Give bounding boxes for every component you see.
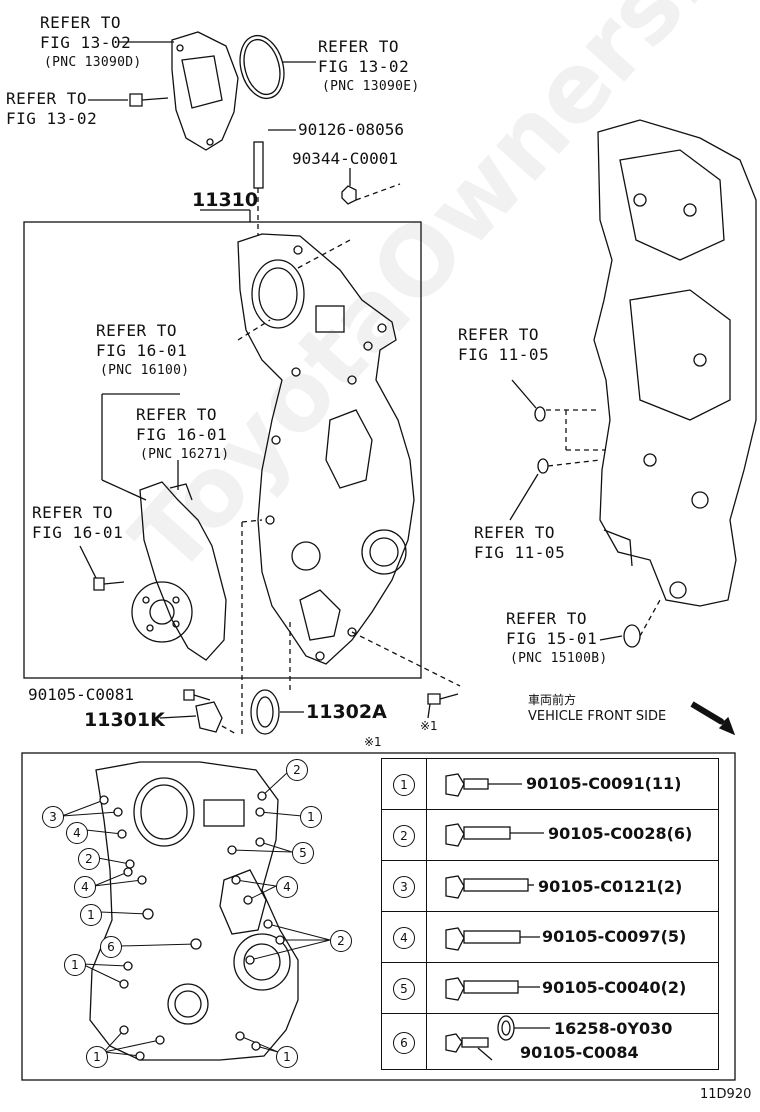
legend-num-2: 2 bbox=[393, 825, 415, 847]
ref-16271-pnc: (PNC 16271) bbox=[140, 447, 230, 462]
callout-6: 6 bbox=[100, 936, 122, 958]
legend-row-5: 5 90105-C0040(2) bbox=[381, 962, 719, 1014]
ref-16271-line1: REFER TO bbox=[136, 405, 218, 424]
part-seal: 11302A bbox=[306, 701, 387, 723]
ref-13090d-line2: FIG 13-02 bbox=[40, 33, 132, 52]
callout-2: 2 bbox=[78, 848, 100, 870]
callout-5: 5 bbox=[292, 842, 314, 864]
legend-pn-1: 90105-C0091(11) bbox=[526, 774, 682, 793]
legend-num-6: 6 bbox=[393, 1032, 415, 1054]
water-pump bbox=[131, 581, 193, 643]
callout-1: 1 bbox=[64, 954, 86, 976]
oil-seal bbox=[250, 689, 280, 735]
o-ring-1105-upper bbox=[534, 406, 546, 422]
bolt-layout-frame bbox=[21, 752, 736, 1081]
ref-1601-line2: FIG 16-01 bbox=[32, 523, 124, 542]
ref-13090e-pnc: (PNC 13090E) bbox=[322, 79, 420, 94]
part-nut: 90344-C0001 bbox=[292, 149, 398, 168]
callout-4: 4 bbox=[74, 876, 96, 898]
callout-4: 4 bbox=[66, 822, 88, 844]
nut bbox=[341, 185, 357, 205]
legend-num-3: 3 bbox=[393, 876, 415, 898]
o-ring-1501 bbox=[623, 624, 641, 648]
o-ring-13090E bbox=[239, 34, 285, 100]
legend-bolt-drawings bbox=[445, 773, 550, 1061]
ref-15100b-line2: FIG 15-01 bbox=[506, 629, 598, 648]
ref-13090e-line2: FIG 13-02 bbox=[318, 57, 410, 76]
part-stud: 90126-08056 bbox=[298, 120, 404, 139]
ref-13090e-line1: REFER TO bbox=[318, 37, 400, 56]
part-sensor: 11301K bbox=[84, 709, 165, 731]
o-ring-1105-lower bbox=[537, 458, 549, 474]
ref-1105b-line1: REFER TO bbox=[474, 523, 556, 542]
legend-row-1: 1 90105-C0091(11) bbox=[381, 758, 719, 810]
legend-row-6: 6 16258-0Y030 90105-C0084 bbox=[381, 1013, 719, 1070]
upper-cover-window bbox=[181, 55, 223, 109]
cover-top-bore bbox=[251, 259, 305, 329]
ref-16100-pnc: (PNC 16100) bbox=[100, 363, 190, 378]
ref-13090d-line1: REFER TO bbox=[40, 13, 122, 32]
layout-mid-bore bbox=[233, 933, 291, 991]
legend-row-3: 3 90105-C0121(2) bbox=[381, 860, 719, 912]
ref-1601-line1: REFER TO bbox=[32, 503, 114, 522]
front-label-jp: 車両前方 bbox=[528, 693, 577, 707]
ref-1105a-line1: REFER TO bbox=[458, 325, 540, 344]
ref-1105a-line2: FIG 11-05 bbox=[458, 345, 550, 364]
upper-cover-plate bbox=[171, 31, 239, 151]
part-bolt-small: 90105-C0081 bbox=[28, 685, 134, 704]
crank-position-sensor bbox=[195, 701, 223, 733]
timing-chain-cover bbox=[237, 233, 415, 665]
legend-pn-2: 90105-C0028(6) bbox=[548, 824, 693, 843]
legend-num-4: 4 bbox=[393, 927, 415, 949]
legend-pn-6-washer: 16258-0Y030 bbox=[554, 1019, 673, 1038]
front-label-en: VEHICLE FRONT SIDE bbox=[528, 709, 667, 724]
layout-lower-bore bbox=[167, 983, 209, 1025]
callout-2: 2 bbox=[330, 930, 352, 952]
note-mark-box: ※1 bbox=[364, 735, 382, 749]
figure-code: 11D920 bbox=[700, 1087, 752, 1102]
callout-2: 2 bbox=[286, 759, 308, 781]
front-arrow bbox=[693, 705, 736, 736]
cover-lower-bore bbox=[361, 529, 407, 575]
water-pump-gasket bbox=[139, 481, 227, 661]
ref-16271-line2: FIG 16-01 bbox=[136, 425, 228, 444]
legend-row-2: 2 90105-C0028(6) bbox=[381, 809, 719, 861]
ref-1302-line2: FIG 13-02 bbox=[6, 109, 98, 128]
ref-15100b-line1: REFER TO bbox=[506, 609, 588, 628]
legend-pn-5: 90105-C0040(2) bbox=[542, 978, 687, 997]
ref-16100-line1: REFER TO bbox=[96, 321, 178, 340]
legend-row-4: 4 90105-C0097(5) bbox=[381, 911, 719, 963]
part-cover: 11310 bbox=[192, 189, 259, 211]
cover-group-frame bbox=[23, 221, 422, 679]
callout-4: 4 bbox=[276, 876, 298, 898]
layout-top-bore bbox=[133, 777, 195, 847]
callout-3: 3 bbox=[42, 806, 64, 828]
legend-num-5: 5 bbox=[393, 978, 415, 1000]
callout-1: 1 bbox=[276, 1046, 298, 1068]
ref-1105b-line2: FIG 11-05 bbox=[474, 543, 566, 562]
legend-pn-3: 90105-C0121(2) bbox=[538, 877, 683, 896]
callout-1: 1 bbox=[80, 904, 102, 926]
stud-bolt bbox=[253, 141, 264, 189]
ref-16100-line2: FIG 16-01 bbox=[96, 341, 188, 360]
ref-13090d-pnc: (PNC 13090D) bbox=[44, 55, 142, 70]
callout-1: 1 bbox=[86, 1046, 108, 1068]
ref-1302-line1: REFER TO bbox=[6, 89, 88, 108]
ref-15100b-pnc: (PNC 15100B) bbox=[510, 651, 608, 666]
legend-pn-4: 90105-C0097(5) bbox=[542, 927, 687, 946]
note-mark: ※1 bbox=[420, 719, 438, 733]
legend-pn-6: 90105-C0084 bbox=[520, 1043, 639, 1062]
engine-block bbox=[593, 119, 757, 607]
legend-num-1: 1 bbox=[393, 774, 415, 796]
callout-1: 1 bbox=[300, 806, 322, 828]
bolt-legend: 1 90105-C0091(11) 2 90105-C0028(6) 3 901… bbox=[381, 758, 719, 1070]
